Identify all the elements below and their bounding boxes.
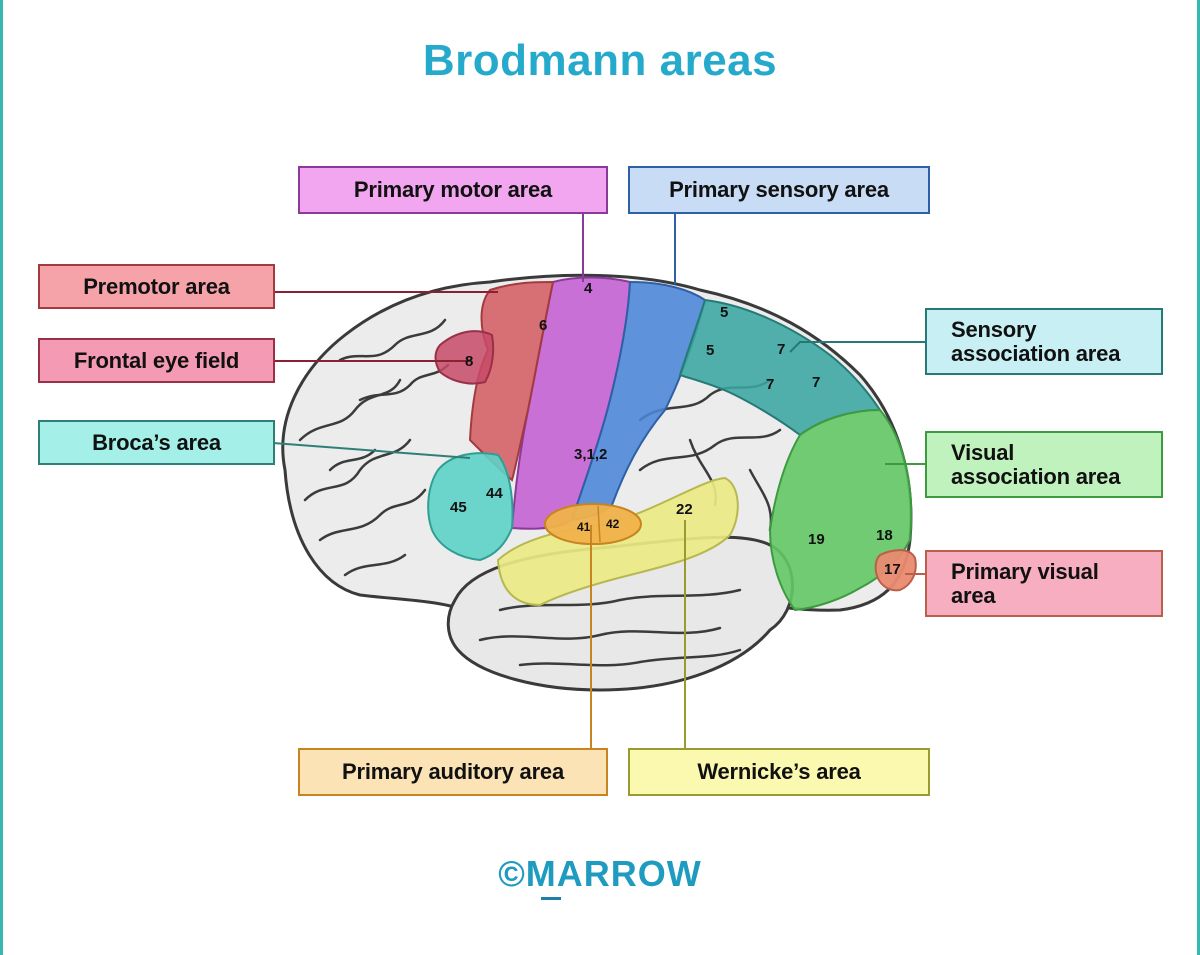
region-frontal-eye-field bbox=[434, 330, 495, 385]
label-wernicke-text: Wernicke’s area bbox=[697, 759, 861, 785]
diagram-title: Brodmann areas bbox=[422, 36, 778, 85]
area-number-17: 17 bbox=[884, 561, 901, 578]
label-primary-visual-text: Primary visual area bbox=[951, 559, 1099, 608]
frame-border-left bbox=[0, 0, 3, 955]
region-primary-visual bbox=[874, 549, 917, 592]
label-primary-sensory-text: Primary sensory area bbox=[669, 177, 889, 203]
area-number-7-upper: 7 bbox=[777, 341, 785, 358]
label-primary-motor-text: Primary motor area bbox=[353, 177, 553, 203]
label-primary-sensory-area: Primary sensory area bbox=[628, 166, 930, 214]
frame-border-right bbox=[1197, 0, 1200, 955]
label-visual-association-area: Visual association area bbox=[925, 431, 1163, 498]
label-broca-area: Broca’s area bbox=[38, 420, 275, 465]
area-number-8: 8 bbox=[465, 353, 473, 370]
label-primary-auditory-text: Primary auditory area bbox=[341, 759, 565, 785]
leader-lines bbox=[272, 214, 925, 748]
label-sensory-association-area: Sensory association area bbox=[925, 308, 1163, 375]
label-primary-auditory-area: Primary auditory area bbox=[298, 748, 608, 796]
area-number-19: 19 bbox=[808, 531, 825, 548]
label-wernicke-area: Wernicke’s area bbox=[628, 748, 930, 796]
label-primary-motor-area: Primary motor area bbox=[298, 166, 608, 214]
area-number-3-1-2: 3,1,2 bbox=[574, 446, 607, 463]
area-numbers: 4 6 8 5 5 7 7 7 3,1,2 44 45 41 42 22 19 … bbox=[450, 280, 901, 578]
label-frontal-eye-field: Frontal eye field bbox=[38, 338, 275, 383]
label-premotor-area: Premotor area bbox=[38, 264, 275, 309]
brand-underline bbox=[541, 897, 561, 900]
area-number-7-middle: 7 bbox=[766, 376, 774, 393]
area-number-41: 41 bbox=[577, 520, 591, 534]
auditory-divider bbox=[597, 505, 601, 543]
label-sensory-association-text: Sensory association area bbox=[951, 317, 1121, 366]
label-premotor-text: Premotor area bbox=[83, 273, 230, 299]
area-number-18: 18 bbox=[876, 527, 893, 544]
leader-sensory-association bbox=[789, 341, 925, 353]
area-number-42: 42 bbox=[606, 517, 620, 531]
area-number-5-lower: 5 bbox=[706, 342, 714, 359]
area-number-45: 45 bbox=[450, 499, 467, 516]
area-number-44: 44 bbox=[486, 485, 503, 502]
leader-broca bbox=[272, 442, 471, 459]
label-broca-text: Broca’s area bbox=[92, 429, 221, 455]
label-primary-visual-area: Primary visual area bbox=[925, 550, 1163, 617]
label-visual-association-text: Visual association area bbox=[951, 440, 1121, 489]
area-number-22: 22 bbox=[676, 501, 693, 518]
area-number-7-right: 7 bbox=[812, 374, 820, 391]
label-frontal-eye-field-text: Frontal eye field bbox=[73, 347, 240, 373]
area-number-4: 4 bbox=[584, 280, 593, 297]
region-primary-auditory bbox=[544, 503, 642, 545]
area-number-5-upper: 5 bbox=[720, 304, 728, 321]
area-number-6: 6 bbox=[539, 317, 547, 334]
region-broca bbox=[427, 452, 514, 562]
copyright-brand: ©MARROW bbox=[498, 853, 702, 894]
